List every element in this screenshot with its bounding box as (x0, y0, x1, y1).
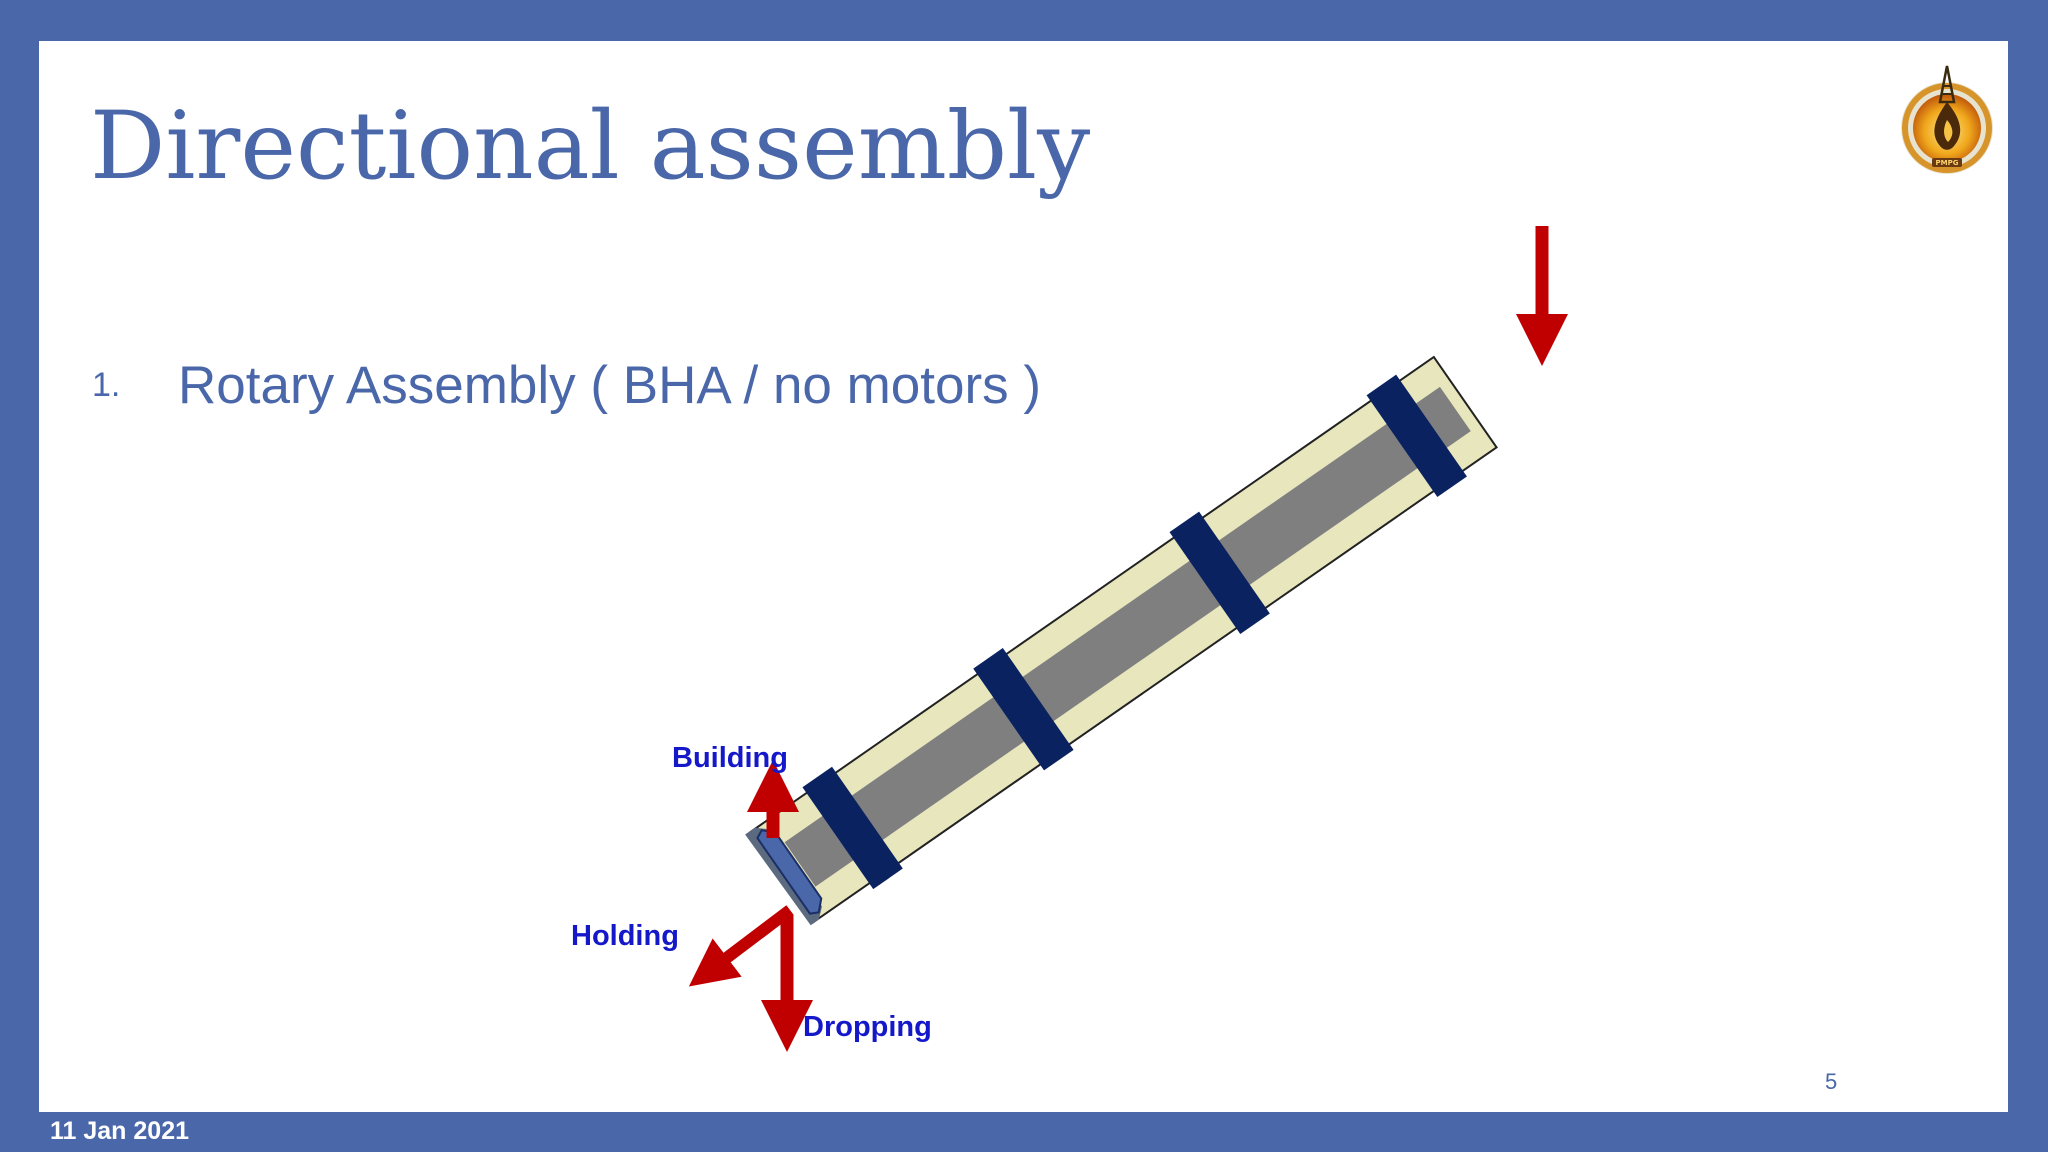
stabilizer-4 (1366, 374, 1467, 498)
pmpg-logo-icon: PMPG (1901, 65, 1993, 174)
bullet-text: Rotary Assembly ( BHA / no motors ) (178, 356, 1041, 415)
dropping-label: Dropping (803, 1011, 932, 1043)
building-label: Building (672, 742, 788, 774)
bullet-number: 1. (92, 366, 121, 404)
footer-date: 11 Jan 2021 (50, 1117, 190, 1145)
logo-text: PMPG (1936, 159, 1959, 167)
holding-label: Holding (571, 920, 679, 952)
page-number: 5 (1825, 1069, 1838, 1094)
stabilizer-3 (1169, 511, 1270, 634)
drill-core (784, 386, 1471, 887)
slide-canvas (39, 41, 2008, 1112)
slide-title: Directional assembly (90, 92, 1091, 201)
bullet-item: 1. Rotary Assembly ( BHA / no motors ) (92, 355, 1041, 416)
holding-arrow (688, 905, 794, 987)
drill-bit (756, 829, 823, 915)
stabilizer-2 (973, 648, 1074, 771)
stabilizer-1 (802, 766, 903, 890)
drill-string (745, 355, 1498, 926)
